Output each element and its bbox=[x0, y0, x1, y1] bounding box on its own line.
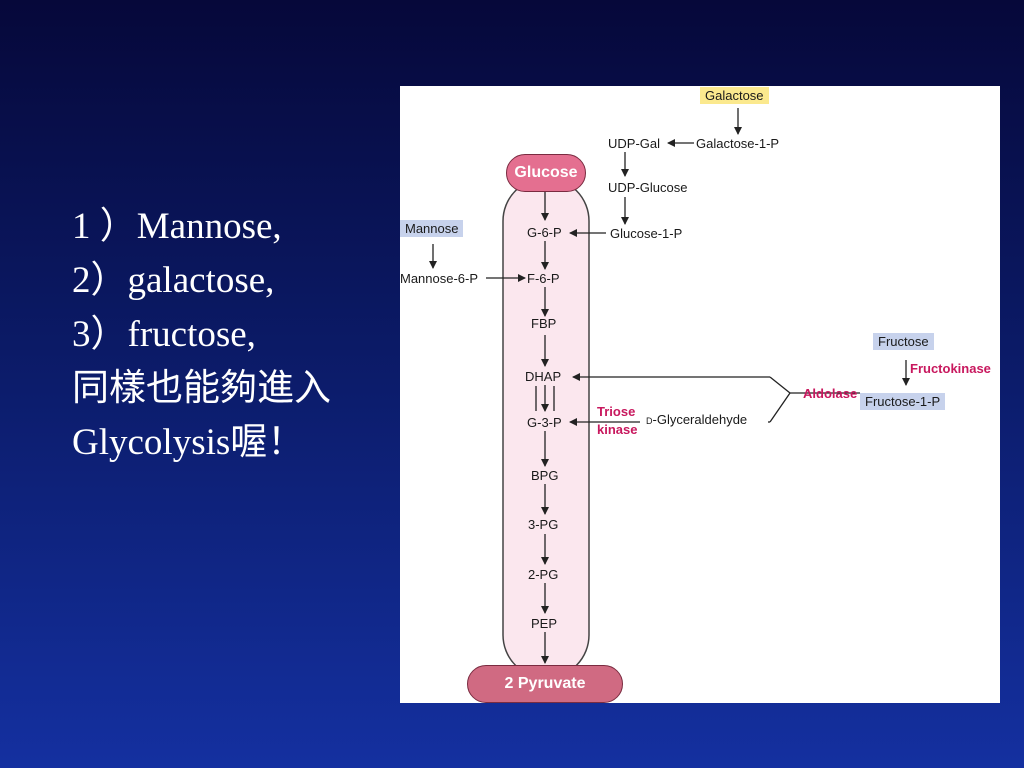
udp-glucose-label: UDP-Glucose bbox=[608, 180, 688, 195]
pathway-arrows bbox=[429, 108, 910, 679]
aldolase-label: Aldolase bbox=[803, 386, 858, 401]
pathway-figure: Glucose 2 Pyruvate G-6-P F-6-P FBP DHAP … bbox=[400, 86, 1000, 703]
pathway-bpg: BPG bbox=[531, 468, 559, 483]
text-line-fructose: 3）fructose, bbox=[72, 314, 256, 355]
slide-text: 1 ）Mannose, 2）galactose, 3）fructose, 同樣也… bbox=[72, 200, 402, 470]
pathway-3pg: 3-PG bbox=[528, 517, 559, 532]
glyceraldehyde-prefix: D bbox=[646, 416, 653, 426]
pathway-fbp: FBP bbox=[531, 316, 557, 331]
pathway-g6p: G-6-P bbox=[527, 225, 562, 240]
pathway-dhap: DHAP bbox=[525, 369, 562, 384]
glyceraldehyde-label: D-Glyceraldehyde bbox=[646, 412, 747, 427]
text-line-galactose: 2）galactose, bbox=[72, 260, 275, 301]
branch-arrows bbox=[429, 108, 910, 426]
udp-gal-label: UDP-Gal bbox=[608, 136, 661, 151]
text-line-glycolysis: Glycolysis喔！ bbox=[72, 422, 305, 463]
text-line-mannose: 1 ）Mannose, bbox=[72, 206, 282, 247]
text-line-enter: 同樣也能夠進入 bbox=[72, 368, 331, 409]
galactose-box: Galactose bbox=[700, 87, 769, 104]
pathway-2pg: 2-PG bbox=[528, 567, 559, 582]
triose-kinase-label-1: Triose bbox=[597, 404, 636, 419]
glucose-1p-label: Glucose-1-P bbox=[610, 226, 683, 241]
pyruvate-node: 2 Pyruvate bbox=[467, 665, 623, 703]
pathway-g3p: G-3-P bbox=[527, 415, 562, 430]
glucose-node: Glucose bbox=[506, 154, 586, 192]
pathway-f6p: F-6-P bbox=[527, 271, 560, 286]
galactose-1p-label: Galactose-1-P bbox=[696, 136, 780, 151]
fructose-1p-box: Fructose-1-P bbox=[860, 393, 946, 410]
fructokinase-label: Fructokinase bbox=[910, 361, 991, 376]
triose-kinase-label-2: kinase bbox=[597, 422, 638, 437]
mannose-6p-label: Mannose-6-P bbox=[400, 271, 479, 286]
glyceraldehyde-name: -Glyceraldehyde bbox=[652, 412, 748, 427]
main-pathway-arrows bbox=[535, 192, 555, 664]
mannose-box: Mannose bbox=[400, 220, 464, 237]
pathway-pep: PEP bbox=[531, 616, 558, 631]
fructose-box: Fructose bbox=[873, 333, 934, 350]
